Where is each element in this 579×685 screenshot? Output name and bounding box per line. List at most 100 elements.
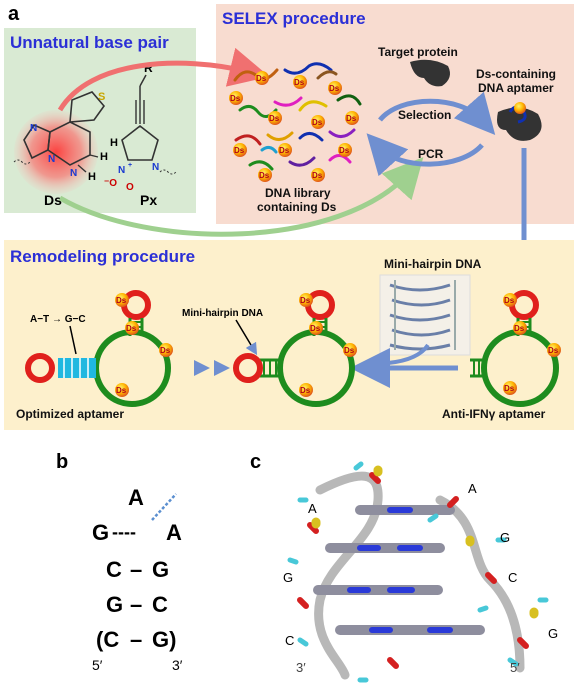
aptamer-ds-badge [514,102,526,114]
svg-text:Ds: Ds [312,118,323,127]
mini-hairpin-structure-image [379,274,471,356]
panel-c-five-prime: 5′ [510,660,520,675]
svg-text:A: A [166,520,182,545]
remodeling-title: Remodeling procedure [10,247,195,266]
panel-c-label-a-right: A [468,481,477,496]
panel-b-pair-row: C – G [106,557,169,582]
panel-c-label-g-left: G [283,570,293,585]
panel-b-stack-line [151,493,177,521]
svg-text:N: N [30,123,37,134]
svg-text:C: C [106,557,122,582]
px-to-pcr-arrow [58,157,424,237]
double-arrow [194,360,230,376]
selection-label: Selection [398,108,451,122]
svg-text:Ds: Ds [548,346,559,355]
mini-hairpin-pointer [235,319,258,356]
svg-text:Ds: Ds [514,324,525,333]
svg-text:N: N [118,165,125,176]
remodeling-box [4,240,574,430]
svg-text:Ds: Ds [329,84,340,93]
library-label-line1: DNA library [265,186,331,200]
selex-title: SELEX procedure [222,9,366,28]
panel-c-3d-structure [287,461,549,683]
unnatural-title: Unnatural base pair [10,33,169,52]
anti-ifn-label: Anti-IFNγ aptamer [442,407,546,421]
target-protein-label: Target protein [378,45,458,59]
optimized-label: Optimized aptamer [16,407,124,421]
panel-a-letter: a [8,3,20,25]
ds-label: Ds [44,192,62,208]
svg-text:Ds: Ds [116,296,127,305]
r-label: R [144,61,153,75]
svg-text:Ds: Ds [310,324,321,333]
pcr-label: PCR [418,147,444,161]
svg-text:Ds: Ds [294,78,305,87]
pcr-arrow [366,133,484,177]
panel-b-five-prime: 5′ [92,657,103,673]
optimized-aptamer: Ds Ds Ds Ds [25,290,173,407]
panel-b-pair-row: G – C [106,592,168,617]
svg-text:N: N [48,154,55,165]
panel-c-label-a-left: A [308,501,317,516]
panel-b-letter: b [56,451,68,473]
panel-c-label-c-right: C [508,570,517,585]
svg-text:----: ---- [112,522,136,542]
svg-text:O: O [126,182,134,193]
aptamer-complex-icon [497,107,542,141]
panel-c-three-prime: 3′ [296,660,306,675]
svg-text:Ds: Ds [279,146,290,155]
svg-text:G: G [106,592,123,617]
svg-text:Ds: Ds [300,296,311,305]
panel-b-pair-row: G ---- A [92,520,182,545]
svg-text:H: H [100,151,108,163]
at-gc-pointer [69,325,77,355]
svg-text:Ds: Ds [504,296,515,305]
svg-text:Ds: Ds [259,171,270,180]
svg-text:G: G [92,520,109,545]
svg-text:Ds: Ds [116,386,127,395]
mini-hairpin-small-label: Mini-hairpin DNA [182,308,263,319]
svg-text:+: + [128,162,132,169]
px-label: Px [140,192,157,208]
svg-text:H: H [110,137,118,149]
svg-text:–: – [130,592,142,617]
svg-text:Ds: Ds [126,324,137,333]
middle-aptamer: Ds Ds Ds Ds [233,290,357,407]
svg-text:Ds: Ds [504,384,515,393]
svg-text:Ds: Ds [344,346,355,355]
px-molecule: R H N N + ⁻O O Px [104,61,177,208]
hairpin-to-aptamer-curve [387,343,430,365]
ds-molecule: S N N N H H Ds [13,91,108,208]
panel-b-pair-row: (C – G) [96,627,176,652]
svg-text:Ds: Ds [160,346,171,355]
svg-text:⁻O: ⁻O [104,178,117,189]
svg-text:Ds: Ds [269,114,280,123]
svg-text:G): G) [152,627,176,652]
aptamer-label-line2: DNA aptamer [478,81,554,95]
svg-text:Ds: Ds [346,114,357,123]
anti-ifn-aptamer: Ds Ds Ds Ds [470,290,561,407]
svg-text:–: – [130,557,142,582]
target-protein-icon [410,59,450,87]
aptamer-label-line1: Ds-containing [476,67,556,81]
panel-b-three-prime: 3′ [172,657,183,673]
svg-text:–: – [130,627,142,652]
svg-text:S: S [98,91,105,103]
svg-text:Ds: Ds [234,146,245,155]
ds-to-library-arrow [57,47,270,112]
svg-text:N: N [152,162,159,173]
library-label-line2: containing Ds [257,200,337,214]
at-gc-label: A−T → G−C [30,314,86,325]
svg-text:C: C [152,592,168,617]
svg-text:Ds: Ds [312,171,323,180]
svg-text:G: G [152,557,169,582]
svg-text:Ds: Ds [300,386,311,395]
library-ds-badges: Ds Ds Ds Ds Ds Ds Ds Ds Ds Ds Ds Ds [229,71,359,182]
mini-hairpin-top-label: Mini-hairpin DNA [384,257,482,271]
panel-c-label-c-left: C [285,633,294,648]
svg-text:N: N [70,168,77,179]
panel-c-label-g-right-bottom: G [548,626,558,641]
panel-c-label-g-right: G [500,530,510,545]
svg-text:Ds: Ds [256,74,267,83]
